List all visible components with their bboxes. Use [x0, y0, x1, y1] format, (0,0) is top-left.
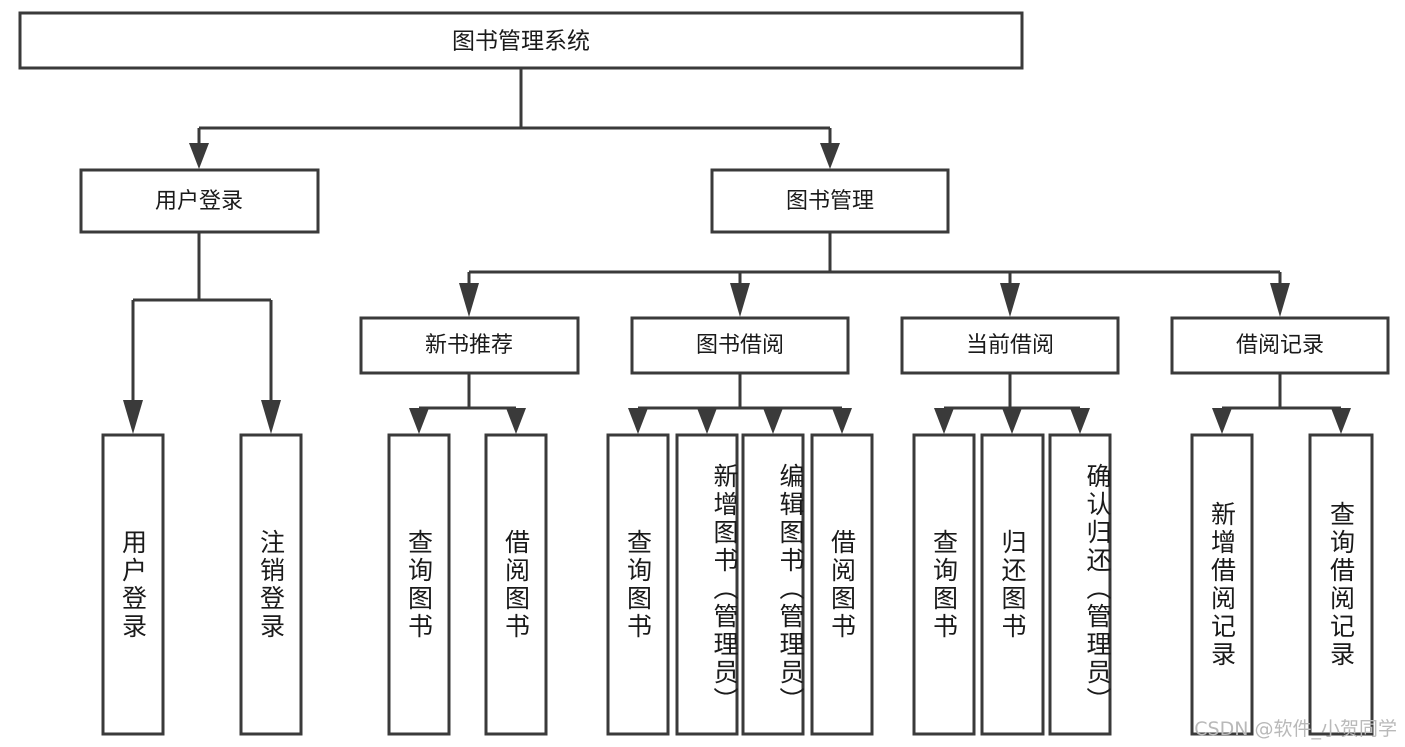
leaf-q-book-2-box[interactable] — [606, 433, 670, 736]
leaf-add-book-box[interactable] — [675, 433, 739, 736]
arrowhead-new-book-rec — [459, 283, 479, 317]
arrowhead-q-book-2 — [628, 408, 648, 434]
arrowhead-borrow-book-1 — [506, 408, 526, 434]
node-book-borrow-label: 图书借阅 — [696, 333, 784, 358]
arrowhead-borrow-book-2 — [832, 408, 852, 434]
node-root-label: 图书管理系统 — [452, 29, 590, 55]
arrowhead-add-book — [697, 408, 717, 434]
node-new-book-rec-label: 新书推荐 — [425, 333, 513, 358]
csdn-watermark: CSDN @软件_小贺同学 — [1194, 718, 1397, 740]
leaf-q-book-1-box[interactable] — [387, 433, 451, 736]
node-borrow-record-label: 借阅记录 — [1236, 333, 1324, 358]
arrowhead-current-borrow — [1000, 283, 1020, 317]
arrowhead-return-book — [1002, 408, 1022, 434]
arrowhead-q-book-3 — [934, 408, 954, 434]
leaf-add-record-box[interactable] — [1190, 433, 1254, 736]
arrowhead-q-book-1 — [409, 408, 429, 434]
arrowhead-confirm-return — [1070, 408, 1090, 434]
leaf-return-book-box[interactable] — [980, 433, 1045, 736]
arrowhead-user-login-leaf — [123, 400, 143, 434]
arrowhead-query-record — [1331, 408, 1351, 434]
arrowhead-user-login — [189, 143, 209, 169]
leaf-query-record-box[interactable] — [1308, 433, 1374, 736]
leaf-confirm-return-box[interactable] — [1048, 433, 1112, 736]
node-user-login-label: 用户登录 — [155, 189, 243, 214]
node-root-box[interactable] — [18, 11, 1024, 70]
arrowhead-borrow-record — [1270, 283, 1290, 317]
leaf-user-logout-box[interactable] — [239, 433, 303, 736]
leaf-user-login-box[interactable] — [101, 433, 165, 736]
node-borrow-record-box[interactable] — [1170, 316, 1390, 375]
arrowhead-book-borrow — [730, 283, 750, 317]
node-book-borrow-box[interactable] — [630, 316, 850, 375]
arrowhead-book-manage — [820, 143, 840, 169]
arrowhead-add-record — [1212, 408, 1232, 434]
connector-layer — [123, 68, 1351, 434]
node-book-manage-box[interactable] — [710, 168, 950, 234]
arrowhead-user-logout-leaf — [261, 400, 281, 434]
arrowhead-edit-book — [763, 408, 783, 434]
node-layer: 图书管理系统 用户登录 图书管理 新书推荐 图书借阅 当前借阅 借阅记录 — [18, 11, 1390, 736]
node-user-login-box[interactable] — [79, 168, 320, 234]
node-current-borrow-box[interactable] — [900, 316, 1120, 375]
node-current-borrow-label: 当前借阅 — [966, 333, 1054, 358]
leaf-edit-book-box[interactable] — [741, 433, 805, 736]
node-new-book-rec-box[interactable] — [359, 316, 580, 375]
leaf-borrow-book-1-box[interactable] — [484, 433, 548, 736]
leaf-borrow-book-2-box[interactable] — [810, 433, 874, 736]
leaf-q-book-3-box[interactable] — [912, 433, 976, 736]
node-book-manage-label: 图书管理 — [786, 189, 874, 214]
